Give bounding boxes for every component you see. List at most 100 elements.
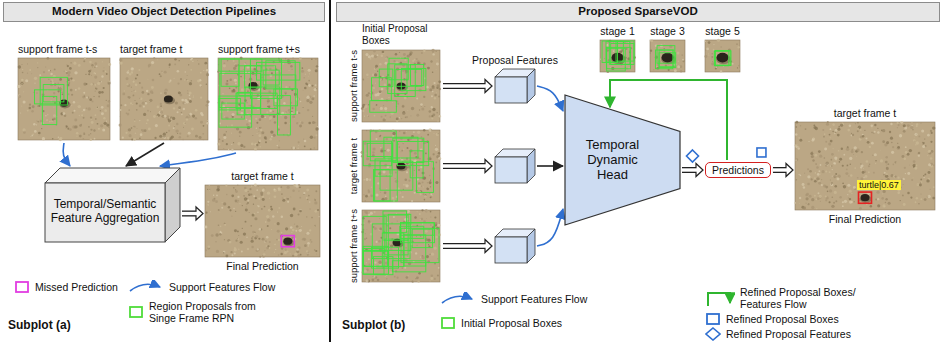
illustration-part [229, 87, 231, 89]
illustration-part [422, 256, 425, 259]
frame-image [362, 210, 440, 282]
video-frame: support frame t+s [218, 58, 318, 150]
illustration-part [160, 75, 162, 77]
proposal-box [410, 151, 423, 178]
illustration-part [189, 100, 192, 103]
illustration-part [25, 79, 28, 82]
illustration-part [246, 198, 247, 199]
illustration-part [266, 111, 268, 113]
illustration-part [374, 73, 377, 76]
illustration-part [296, 248, 299, 251]
illustration-part [216, 195, 218, 197]
illustration-part [711, 56, 713, 58]
illustration-part [251, 246, 253, 248]
illustration-part [226, 194, 227, 195]
proposal-box [266, 61, 295, 89]
illustration-part [300, 101, 302, 103]
illustration-part [88, 73, 90, 75]
illustration-part [405, 131, 407, 133]
illustration-part [20, 112, 21, 113]
proposal-box [715, 51, 731, 66]
illustration-part [88, 126, 90, 128]
sand-texture [361, 209, 441, 283]
illustration-part [95, 88, 97, 90]
illustration-part [276, 239, 277, 240]
illustration-part [301, 121, 304, 124]
illustration-part [439, 245, 440, 246]
illustration-part [419, 213, 421, 215]
illustration-part [368, 191, 370, 193]
illustration-part [370, 212, 373, 215]
illustration-part [437, 120, 438, 121]
illustration-part [185, 123, 186, 124]
illustration-part [370, 194, 373, 197]
illustration-part [407, 210, 410, 213]
arrow-hollow [443, 164, 487, 167]
illustration-part [428, 258, 430, 260]
illustration-part [270, 206, 272, 208]
illustration-part [254, 217, 257, 220]
illustration-part [315, 190, 317, 192]
illustration-part [436, 133, 439, 136]
illustration-part [423, 96, 425, 98]
illustration-part [432, 72, 434, 74]
node-text: Final Prediction [226, 260, 298, 272]
connector [537, 209, 563, 246]
proposal-box [370, 101, 397, 113]
illustration-part [31, 110, 33, 112]
illustration-part [70, 77, 72, 79]
illustration-part [396, 277, 398, 279]
illustration-part [364, 269, 367, 272]
illustration-part [315, 134, 317, 136]
illustration-part [126, 77, 129, 80]
frame-image [18, 58, 110, 140]
illustration-part [200, 97, 202, 99]
illustration-part [712, 53, 713, 54]
sand-texture [205, 184, 320, 258]
illustration-part [245, 206, 247, 208]
illustration-part [224, 239, 225, 240]
illustration-part [21, 64, 23, 66]
illustration-part [135, 78, 137, 80]
illustration-part [299, 186, 301, 188]
illustration-part [429, 115, 431, 117]
illustration-part [411, 200, 413, 202]
illustration-part [256, 122, 258, 124]
illustration-part [682, 61, 684, 63]
illustration-part [241, 148, 242, 149]
illustration-part [421, 52, 423, 54]
connector [160, 153, 236, 166]
illustration-part [183, 122, 186, 125]
illustration-part [296, 185, 299, 188]
illustration-part [426, 187, 429, 190]
illustration-part [161, 71, 163, 73]
illustration-part [657, 64, 659, 66]
illustration-part [34, 77, 37, 80]
illustration-part [205, 104, 208, 107]
illustration-part [167, 137, 170, 140]
illustration-part [200, 72, 202, 74]
illustration-part [385, 276, 386, 277]
illustration-part [268, 209, 271, 212]
illustration-part [36, 124, 37, 125]
illustration-part [394, 177, 396, 179]
illustration-part [368, 92, 370, 94]
illustration-part [913, 164, 916, 167]
illustration-part [246, 203, 248, 205]
illustration-part [366, 279, 369, 282]
illustration-part [376, 104, 378, 106]
illustration-part [246, 102, 248, 104]
illustration-part [363, 194, 364, 195]
illustration-part [711, 58, 712, 59]
illustration-part [376, 241, 378, 243]
illustration-part [378, 240, 381, 243]
illustration-part [219, 139, 220, 140]
illustration-part [258, 205, 260, 207]
illustration-part [220, 231, 222, 233]
illustration-part [139, 137, 141, 139]
illustration-part [99, 81, 100, 82]
illustration-part [223, 251, 226, 254]
illustration-part [71, 62, 72, 63]
illustration-part [255, 59, 257, 61]
illustration-part [706, 48, 709, 51]
